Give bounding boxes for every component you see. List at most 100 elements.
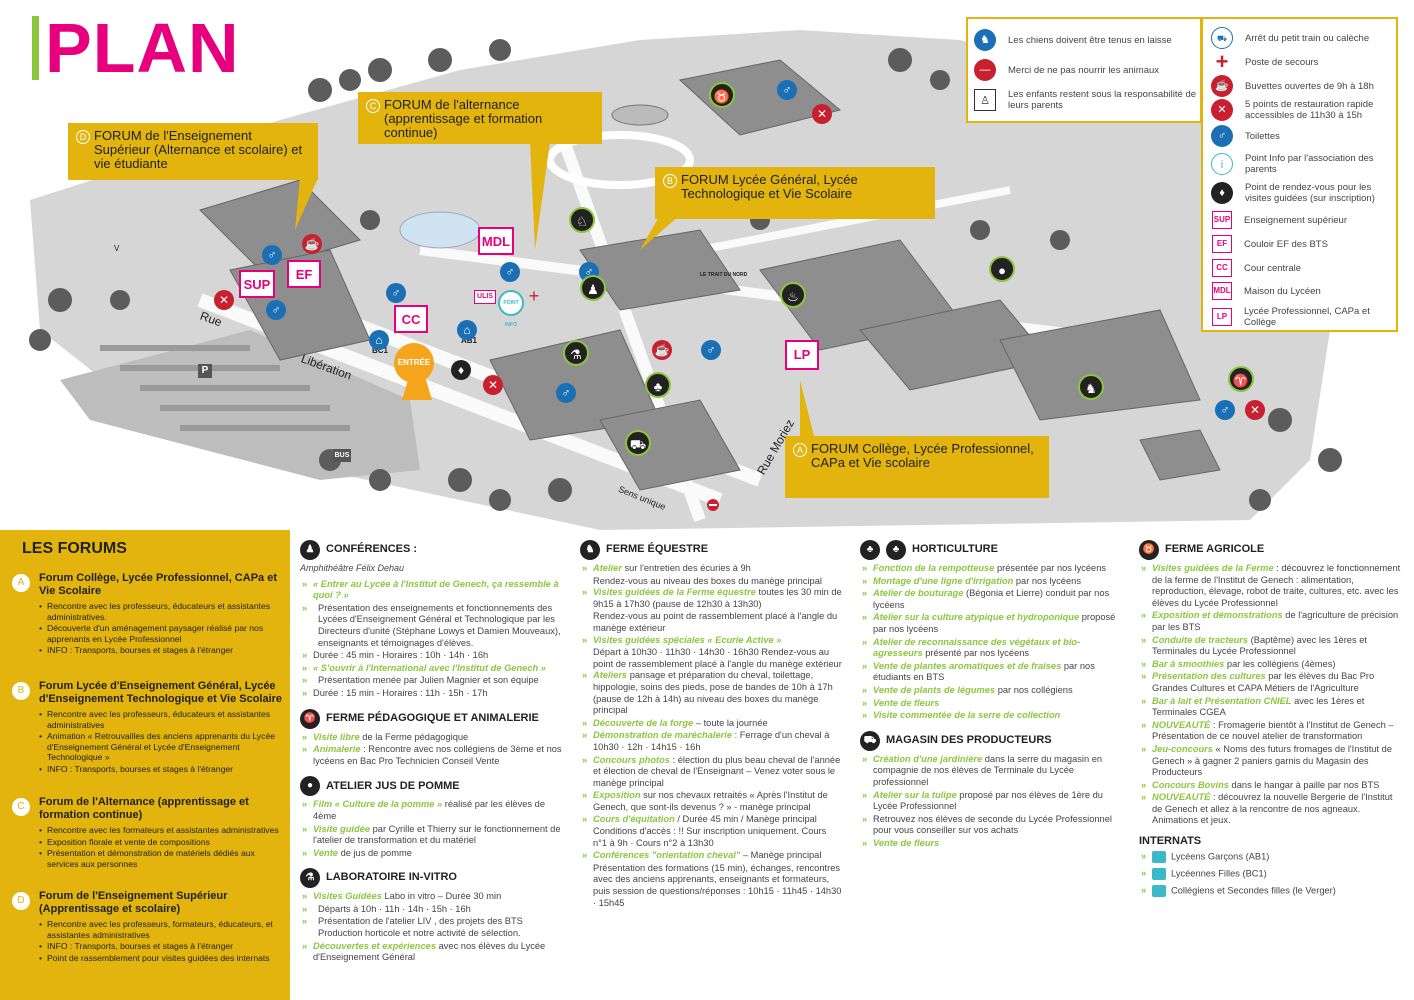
plant-icon[interactable]: ♣ [645, 372, 671, 398]
equestrian-icon[interactable]: ♘ [569, 207, 595, 233]
legend-text: 5 points de restauration rapide accessib… [1245, 99, 1374, 121]
toilets-icon[interactable]: ♂ [1215, 400, 1235, 420]
cow-icon[interactable]: ♉ [709, 82, 735, 108]
map-label-ulis[interactable]: ULIS [474, 290, 496, 304]
section-heading: ♉FERME AGRICOLE [1139, 540, 1401, 560]
activity-name: Vente de fleurs [873, 837, 940, 848]
toilets-icon[interactable]: ♂ [777, 80, 797, 100]
map-label-sup[interactable]: SUP [239, 270, 275, 298]
activity-item: Présentation des cultures par les élèves… [1139, 671, 1401, 694]
activity-name: Atelier de bouturage [873, 588, 964, 599]
activity-name: Fonction de la rempotteuse [873, 563, 995, 573]
activity-text: dans la serre du magasin en compagnie de… [873, 753, 1103, 787]
apple-icon[interactable]: ● [989, 256, 1015, 282]
section-title: LABORATOIRE IN-VITRO [326, 871, 457, 884]
toilets-icon[interactable]: ♂ [500, 262, 520, 282]
toilets-icon[interactable]: ♂ [386, 283, 406, 303]
activity-name: Atelier sur la tulipe [873, 789, 957, 800]
first-aid-icon[interactable]: + [528, 286, 540, 306]
meeting-icon[interactable]: ♦ [451, 360, 471, 380]
activity-name: Visite guidée [313, 823, 371, 834]
activity-name: Vente de plantes aromatiques et de frais… [873, 660, 1062, 671]
activity-text: toutes les 30 min de 9h15 à 17h30 (pause… [593, 587, 842, 609]
forum-bullet: INFO : Transports, bourses et stages à l… [39, 645, 284, 656]
legend-row: ⛟Arrêt du petit train ou calèche [1211, 27, 1396, 49]
activity-item: Exposition et démonstrations de l'agricu… [1139, 610, 1401, 633]
internat-item: Lycéens Garçons (AB1) [1139, 850, 1401, 863]
activity-item: Bar à smoothies par les collégiens (4ème… [1139, 659, 1401, 671]
activity-name: Vente de plants de légumes [873, 684, 996, 695]
apple-press-icon[interactable]: ♨ [780, 282, 806, 308]
map-label-lp[interactable]: LP [785, 340, 819, 370]
bed-icon[interactable]: ⌂ [369, 330, 389, 350]
forum-bullet: Rencontre avec les professeurs, formateu… [39, 919, 284, 940]
activity-item: Bar à lait et Présentation CNIEL avec le… [1139, 696, 1401, 719]
activity-name: Visite libre [313, 731, 360, 742]
cup-icon[interactable]: ☕ [302, 234, 322, 254]
callout-forum-b: B FORUM Lycée Général, Lycée Technologiq… [655, 167, 935, 219]
forum-b: B Forum Lycée d'Enseignement Général, Ly… [12, 680, 284, 775]
cart-icon[interactable]: ⛟ [625, 430, 651, 456]
map-label-mdl[interactable]: MDL [478, 227, 514, 255]
horse-icon[interactable]: ♞ [1078, 374, 1104, 400]
farm-animal-icon[interactable]: ♈ [1228, 366, 1254, 392]
column-conferences: ♟CONFÉRENCES : Amphithéâtre Félix Dehau … [300, 540, 562, 965]
forum-title: Forum Lycée d'Enseignement Général, Lycé… [39, 680, 283, 705]
activity-text: sur l'entretien des écuries à 9h [621, 563, 751, 573]
map-label-ef[interactable]: EF [287, 260, 321, 288]
forum-bullet: Point de rassemblement pour visites guid… [39, 953, 284, 964]
entrance-marker[interactable]: ENTRÉE [394, 343, 434, 383]
activity-item: Vente de plantes aromatiques et de frais… [860, 661, 1120, 684]
legend-rules: ♞Les chiens doivent être tenus en laisse… [966, 17, 1202, 123]
section-heading: ♣♣HORTICULTURE [860, 540, 1120, 560]
activity-text: réalisé par les élèves de 4ème [313, 799, 545, 821]
activity-text: : Ferrage d'un cheval à 10h30 · 12h · 14… [593, 730, 830, 752]
activity-name: Présentation des cultures [1152, 671, 1266, 682]
legend-text: Point de rendez-vous pour les visites gu… [1245, 182, 1375, 204]
dog-icon: ♞ [974, 29, 996, 51]
activity-name: Concours photos [593, 754, 670, 765]
map-label-cc[interactable]: CC [394, 305, 428, 333]
bed-icon[interactable]: ⌂ [457, 320, 477, 340]
cup-icon[interactable]: ☕ [652, 340, 672, 360]
forum-bullet: Découverte d'un aménagement paysager réa… [39, 623, 284, 644]
cutlery-icon[interactable]: ✕ [1245, 400, 1265, 420]
cutlery-icon[interactable]: ✕ [483, 375, 503, 395]
activity-times: Départs à 10h · 11h · 14h · 15h · 16h [300, 904, 562, 916]
cow-icon: ♉ [1139, 540, 1159, 560]
apple-icon: ● [300, 776, 320, 797]
toilets-icon[interactable]: ♂ [556, 383, 576, 403]
legend-text: Arrêt du petit train ou calèche [1245, 32, 1370, 44]
toilets-icon[interactable]: ♂ [262, 245, 282, 265]
activity-item: Ateliers pansage et préparation du cheva… [580, 670, 842, 716]
legend-row: —Merci de ne pas nourrir les animaux [974, 59, 1196, 81]
activity-text: Présentation de l'atelier LIV , des proj… [300, 916, 562, 939]
section-heading: ⚗LABORATOIRE IN-VITRO [300, 868, 562, 889]
microscope-icon[interactable]: ⚗ [563, 340, 589, 366]
legend-row: ☕Buvettes ouvertes de 9h à 18h [1211, 75, 1396, 97]
cutlery-icon[interactable]: ✕ [214, 290, 234, 310]
toilets-icon[interactable]: ♂ [266, 300, 286, 320]
cutlery-icon[interactable]: ✕ [812, 104, 832, 124]
activity-item: Création d'une jardinière dans la serre … [860, 754, 1120, 789]
section-title: FERME ÉQUESTRE [606, 543, 709, 556]
activity-text: présenté par nos lycéens [922, 648, 1030, 659]
conference-icon: ♟ [300, 540, 320, 560]
conference-icon[interactable]: ♟ [580, 275, 606, 301]
point-info-marker[interactable]: POINT INFO [498, 290, 524, 328]
activity-name: Création d'une jardinière [873, 753, 983, 764]
forum-letter: A [12, 574, 30, 592]
farm-animal-icon: ♈ [300, 708, 320, 729]
activity-detail: Rendez-vous au point de rassemblement pl… [593, 611, 838, 633]
legend-icons: ⛟Arrêt du petit train ou calèche +Poste … [1201, 17, 1398, 332]
activity-name: Atelier de reconnaissance des végétaux e… [873, 636, 1081, 659]
conference-venue: Amphithéâtre Félix Dehau [300, 563, 405, 573]
horticulture-list: Fonction de la rempotteuse présentée par… [860, 563, 1120, 722]
bed-icon [1152, 867, 1166, 880]
activity-item: NOUVEAUTÉ : Fromagerie bientôt à l'Insti… [1139, 720, 1401, 743]
activity-text: pansage et préparation du cheval, toilet… [593, 670, 833, 716]
toilets-icon[interactable]: ♂ [701, 340, 721, 360]
